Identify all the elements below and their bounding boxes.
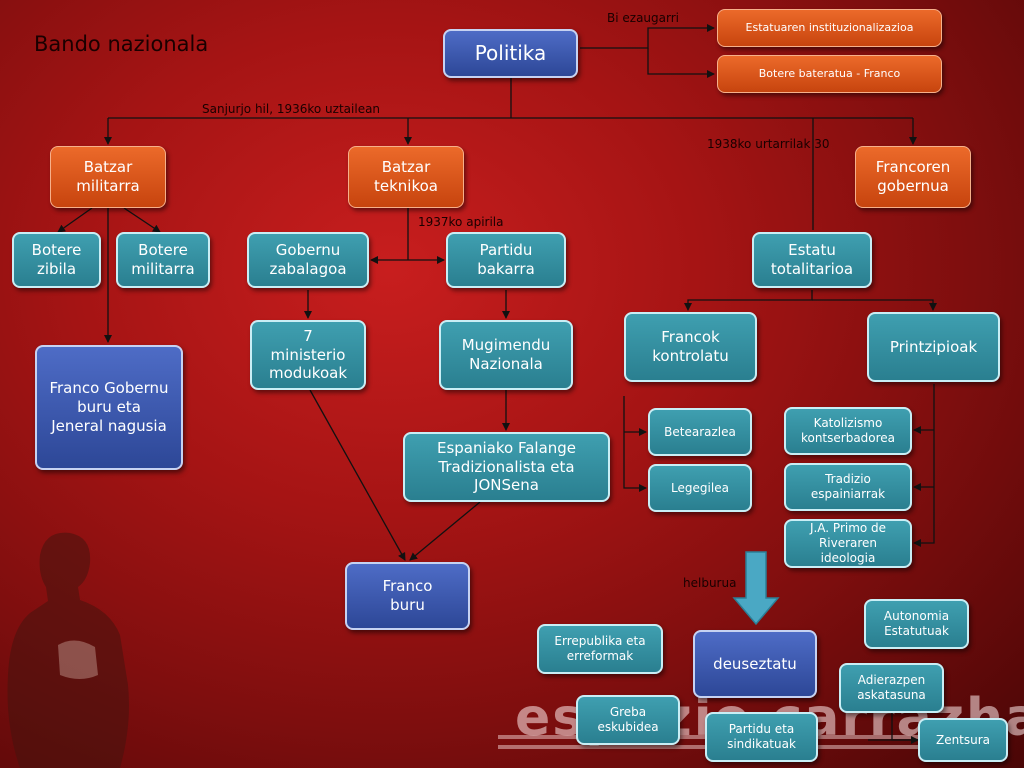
label-1938: 1938ko urtarrilak 30 — [707, 137, 830, 151]
helburua-arrow-icon — [732, 551, 780, 626]
node-betearazlea: Betearazlea — [648, 408, 752, 456]
node-politika: Politika — [443, 29, 578, 78]
node-franco-buru: Franco buru — [345, 562, 470, 630]
node-printzipioak: Printzipioak — [867, 312, 1000, 382]
node-partidu-bakarra: Partidu bakarra — [446, 232, 566, 288]
node-primo-de-rivera: J.A. Primo de Riveraren ideologia — [784, 519, 912, 568]
node-7-ministerio: 7 ministerio modukoak — [250, 320, 366, 390]
node-legegilea: Legegilea — [648, 464, 752, 512]
node-gobernu-zabalagoa: Gobernu zabalagoa — [247, 232, 369, 288]
label-sanjurjo: Sanjurjo hil, 1936ko uztailean — [202, 102, 381, 116]
node-deuseztatu: deuseztatu — [693, 630, 817, 698]
node-estatu-totalitarioa: Estatu totalitarioa — [752, 232, 872, 288]
label-bi-ezaugarri: Bi ezaugarri — [607, 11, 679, 25]
node-greba: Greba eskubidea — [576, 695, 680, 745]
node-zentsura: Zentsura — [918, 718, 1008, 762]
node-botere-bateratua: Botere bateratua - Franco — [717, 55, 942, 93]
node-franco-gobernu-buru: Franco Gobernu buru eta Jeneral nagusia — [35, 345, 183, 470]
node-botere-zibila: Botere zibila — [12, 232, 101, 288]
node-estatuaren-instituzionalizazioa: Estatuaren instituzionalizazioa — [717, 9, 942, 47]
node-falange: Espaniako Falange Tradizionalista eta JO… — [403, 432, 610, 502]
page-title: Bando nazionala — [34, 32, 209, 56]
node-tradizio: Tradizio espainiarrak — [784, 463, 912, 511]
soldier-figure-image — [7, 532, 129, 768]
node-errepublika: Errepublika eta erreformak — [537, 624, 663, 674]
node-batzar-teknikoa: Batzar teknikoa — [348, 146, 464, 208]
node-katolizismo: Katolizismo kontserbadorea — [784, 407, 912, 455]
label-1937: 1937ko apirila — [418, 215, 504, 229]
label-helburua: helburua — [683, 576, 737, 590]
node-botere-militarra: Botere militarra — [116, 232, 210, 288]
node-francok-kontrolatu: Francok kontrolatu — [624, 312, 757, 382]
node-mugimendu-nazionala: Mugimendu Nazionala — [439, 320, 573, 390]
node-batzar-militarra: Batzar militarra — [50, 146, 166, 208]
node-adierazpen: Adierazpen askatasuna — [839, 663, 944, 713]
node-partidu-sindikatuak: Partidu eta sindikatuak — [705, 712, 818, 762]
node-francoren-gobernua: Francoren gobernua — [855, 146, 971, 208]
node-autonomia: Autonomia Estatutuak — [864, 599, 969, 649]
